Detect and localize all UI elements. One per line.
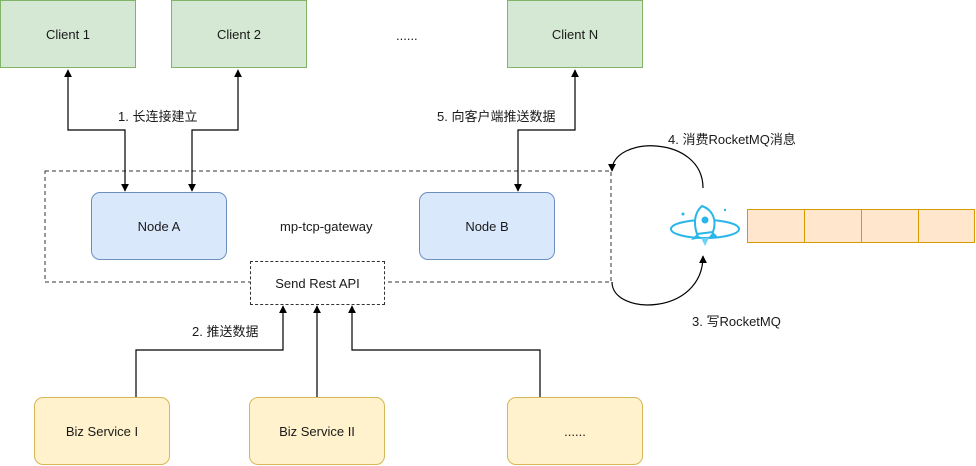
- step-5-label: 5. 向客户端推送数据: [437, 109, 556, 124]
- biz-service-1-box: Biz Service I: [34, 397, 170, 465]
- arrow-biz1-api: [135, 305, 287, 397]
- arrow-biz3-api: [348, 305, 541, 397]
- step-1-label: 1. 长连接建立: [118, 109, 198, 124]
- send-rest-api-box: Send Rest API: [250, 261, 385, 305]
- client-n-label: Client N: [551, 26, 599, 42]
- queue-cell: [747, 209, 805, 243]
- biz-service-1-label: Biz Service I: [65, 423, 139, 439]
- arrow-client1-nodea: [64, 69, 129, 192]
- step-3-label: 3. 写RocketMQ: [692, 314, 781, 329]
- arrow-write-mq: [611, 255, 707, 306]
- biz-service-more-box: ......: [507, 397, 643, 465]
- rocket-icon: [670, 204, 740, 246]
- queue-cell: [861, 209, 919, 243]
- node-a-box: Node A: [91, 192, 227, 260]
- biz-service-more-label: ......: [564, 423, 586, 439]
- client-1-box: Client 1: [0, 0, 136, 68]
- gateway-label: mp-tcp-gateway: [280, 219, 373, 234]
- arrow-clientn-nodeb: [514, 69, 579, 192]
- clients-ellipsis: ......: [396, 28, 418, 43]
- step-2-label: 2. 推送数据: [192, 324, 259, 339]
- client-2-box: Client 2: [171, 0, 307, 68]
- client-2-label: Client 2: [216, 26, 262, 42]
- queue-cell: [804, 209, 862, 243]
- biz-service-2-label: Biz Service II: [279, 423, 355, 439]
- arrow-client2-nodea: [188, 69, 242, 192]
- node-a-label: Node A: [137, 218, 181, 234]
- node-b-label: Node B: [465, 218, 509, 234]
- client-1-label: Client 1: [45, 26, 91, 42]
- client-n-box: Client N: [507, 0, 643, 68]
- arrow-consume-mq: [608, 145, 704, 189]
- biz-service-2-box: Biz Service II: [249, 397, 385, 465]
- node-b-box: Node B: [419, 192, 555, 260]
- step-4-label: 4. 消费RocketMQ消息: [668, 132, 796, 147]
- queue-cell: [918, 209, 975, 243]
- send-rest-api-label: Send Rest API: [275, 275, 360, 291]
